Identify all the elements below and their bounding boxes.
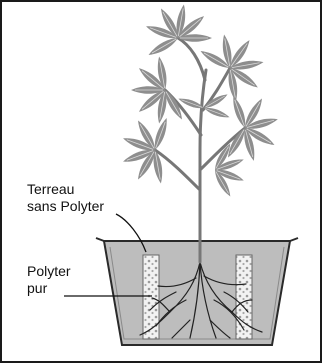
polyter-column-left [143, 255, 159, 339]
pot [96, 238, 298, 345]
terreau-label: Terreau sans Polyter [27, 181, 104, 215]
polyter-label-line2: pur [27, 280, 71, 297]
polyter-label-line1: Polyter [27, 263, 71, 280]
terreau-label-line1: Terreau [27, 181, 104, 198]
terreau-label-line2: sans Polyter [27, 198, 104, 215]
polyter-label: Polyter pur [27, 263, 71, 297]
